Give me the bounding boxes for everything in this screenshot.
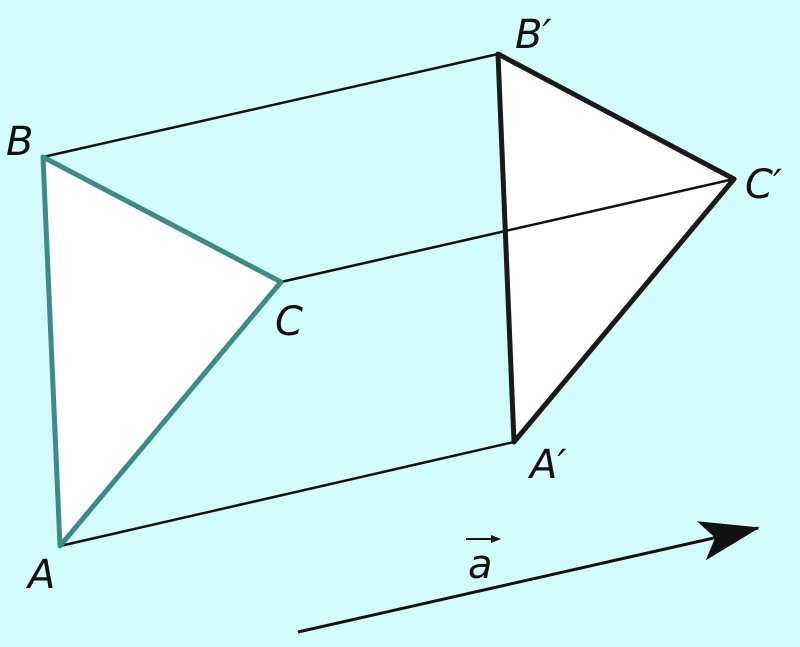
triangle-abc-fill xyxy=(43,157,281,546)
vector-a-arrow xyxy=(297,521,760,634)
label-b-prime: B′ xyxy=(515,12,552,58)
edge-a-a-prime xyxy=(59,440,515,548)
triangle-abc-prime xyxy=(495,51,737,445)
label-a-prime: A′ xyxy=(527,442,566,488)
triangle-abc xyxy=(40,154,284,549)
triangle-abc-prime-fill xyxy=(498,54,734,442)
label-vector-a: a xyxy=(468,542,493,588)
edge-b-b-prime xyxy=(42,52,499,159)
label-b: B xyxy=(6,119,33,165)
label-a: A xyxy=(25,552,55,598)
label-c: C xyxy=(275,299,303,345)
vector-label-arrow-head xyxy=(491,535,501,543)
label-c-prime: C′ xyxy=(745,162,782,208)
